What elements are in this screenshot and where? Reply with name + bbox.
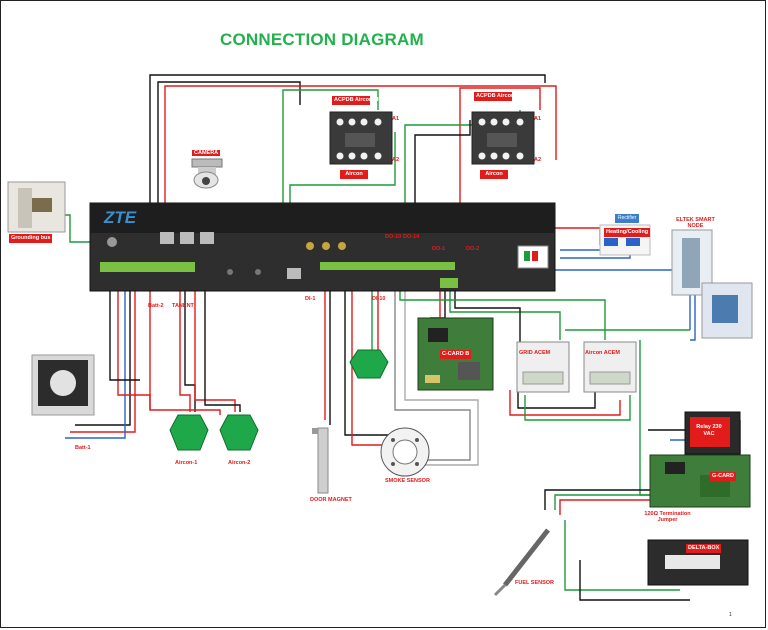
wire-green-delta [564, 520, 680, 591]
wire-red-fuel [559, 499, 670, 515]
door-magnet [312, 427, 329, 494]
do-10-label: DO-10 [385, 234, 402, 240]
smoke-sensor-label: SMOKE SENSOR [385, 478, 430, 484]
contactor-left [329, 111, 393, 165]
grid-acem-label: GRID ACEM [519, 350, 551, 356]
termination-label: 120Ω Termination Jumper [644, 511, 691, 523]
smoke-ct [349, 349, 389, 379]
wire-red-acem-bottom [509, 390, 621, 416]
aircon-2-label: Aircon-2 [228, 460, 251, 466]
contactor-right [471, 111, 535, 165]
aircon1-ct [169, 414, 209, 451]
g-card-board [649, 454, 751, 508]
aircon-acem-meter [583, 341, 637, 393]
eltek-node-label: ELTEK SMART NODE [676, 217, 715, 229]
di-10-label: DI-10 [372, 296, 386, 302]
do-1-label: DO-1 [432, 246, 446, 252]
wire-green-acem [449, 282, 561, 340]
wire-green-left-contactor [282, 89, 379, 215]
aircon2-ct [219, 414, 259, 451]
wire-black-aircon1 [184, 280, 196, 412]
a2-left: A2 [392, 157, 400, 163]
wire-red-aircon1 [179, 280, 191, 412]
a1-right: A1 [534, 116, 542, 122]
fuel-sensor-label: FUEL SENSOR [515, 580, 555, 586]
tanent-label: TANENT [172, 303, 194, 309]
smoke-sensor [380, 427, 430, 477]
wire-red-left-down [117, 280, 151, 410]
wire-red-left-big [149, 270, 221, 415]
a1-left: A1 [392, 116, 400, 122]
wire-grey-smoke-2 [404, 270, 479, 466]
grounding-bus-label: Grounding bus [9, 234, 53, 243]
wire-green-fuel [554, 494, 690, 510]
diagram-title: CONNECTION DIAGRAM [220, 30, 424, 49]
wire-red-batt1 [70, 280, 136, 433]
heating-cooling-label: Heating/Cooling [604, 228, 651, 237]
wire-grey-smoke [394, 270, 471, 461]
zte-logo: ZTE [104, 208, 137, 227]
wire-black-top [149, 74, 546, 208]
wire-black-delta [579, 560, 690, 601]
c-card-label: C-CARD B [440, 350, 472, 359]
fuel-sensor [493, 528, 550, 597]
wire-red-right-contactor [459, 87, 541, 235]
camera-icon [191, 158, 223, 189]
camera-label: CAMERA [192, 150, 221, 156]
aircon-left-label: Aircon [340, 170, 368, 179]
wire-black-top-2 [157, 81, 301, 208]
zte-controller [89, 202, 556, 292]
grid-acem-meter [516, 341, 570, 393]
wire-black-acem [454, 285, 521, 345]
wire-red-smoke [351, 270, 395, 446]
wire-black-batt1 [75, 280, 131, 426]
wire-black-left-down [109, 280, 140, 381]
di-1-label: DI-1 [305, 296, 316, 302]
aircon-right-label: Aircon [480, 170, 508, 179]
acpdb-left-label: ACPDB Aircon MCB [332, 96, 387, 105]
aircon-acem-label: Aircon ACEM [585, 350, 620, 356]
batt-2-label: Batt-2 [148, 303, 164, 309]
delta-box-label: DELTA-BOX [686, 544, 722, 553]
wire-black-right-contactor [414, 120, 471, 215]
wire-green-left-2 [289, 132, 396, 215]
batt-1-label: Batt-1 [75, 445, 91, 451]
wire-black-smoke [344, 270, 390, 436]
door-magnet-label: DOOR MAGNET [310, 497, 352, 503]
rectifier-label: Rectifier [615, 214, 640, 223]
acpdb-right-label: ACPDB Aircon MCB [474, 92, 529, 101]
wire-blue-batt1 [65, 280, 126, 439]
wire-black-acem-bottom [517, 390, 596, 409]
wire-red-aircon2 [194, 280, 236, 412]
do-14-label: DO-14 [403, 234, 420, 240]
wire-black-aircon2 [204, 280, 241, 412]
relay-label: Relay 230 VAC [693, 423, 725, 439]
wire-red-top [164, 85, 557, 208]
batt1-ct-sensor [31, 354, 95, 416]
a2-right: A2 [534, 157, 542, 163]
page-number: 1 [729, 612, 732, 618]
do-2-label: DO-2 [466, 246, 480, 252]
g-card-label: G-CARD [710, 472, 736, 481]
aircon-1-label: Aircon-1 [175, 460, 198, 466]
wire-green-acem-bottom [524, 395, 631, 421]
